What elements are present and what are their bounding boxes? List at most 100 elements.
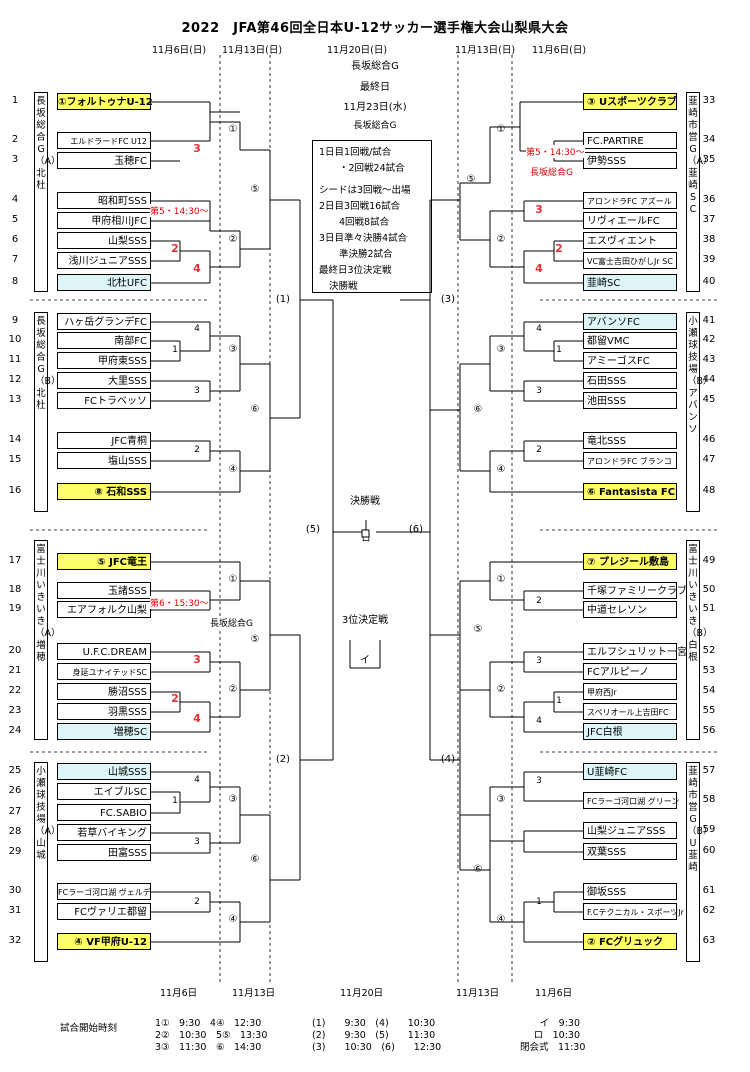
left-seed-number: 11: [8, 354, 22, 365]
match-score: 1: [556, 345, 562, 355]
venue-label-right-1: 韮崎市営G（A）韮崎SC: [686, 92, 713, 292]
match-score: 1: [172, 345, 178, 355]
right-seed-number: 35: [702, 154, 716, 165]
match-score: 1: [556, 696, 562, 706]
info-line: 4回戦8試合: [339, 217, 390, 228]
schedule-row: 閉会式 11:30: [520, 1042, 586, 1053]
right-seed-number: 40: [702, 276, 716, 287]
left-team-slot: 勝沼SSS: [57, 683, 151, 700]
schedule-row: 1① 9:30 4④ 12:30: [155, 1018, 262, 1029]
match-score: 4: [193, 712, 201, 725]
match-score: 3: [194, 837, 200, 847]
left-team-slot: FCヴァリエ都留: [57, 903, 151, 920]
left-team-slot: 増穂SC: [57, 723, 151, 740]
round-marker: ④: [496, 914, 506, 925]
right-team-slot: 中道セレソン: [583, 601, 677, 618]
venue-label-left-2: 長坂総合G（B）北杜: [34, 312, 61, 512]
right-team-slot: エルフシュリット一宮: [583, 643, 687, 660]
match-score: 4: [536, 716, 542, 726]
left-team-slot: ⑤ JFC竜王: [57, 553, 151, 570]
right-team-slot: 双葉SSS: [583, 843, 677, 860]
match-score: 2: [171, 692, 179, 705]
right-seed-number: 59: [702, 824, 716, 835]
right-seed-number: 44: [702, 374, 716, 385]
schedule-row: (3) 10:30 (6) 12:30: [312, 1042, 442, 1053]
round-marker: ④: [228, 914, 238, 925]
info-line: 決勝戦: [329, 281, 358, 292]
left-seed-number: 1: [11, 95, 19, 106]
schedule-row: (1) 9:30 (4) 10:30: [312, 1018, 436, 1029]
round-marker: ①: [228, 124, 238, 135]
left-seed-number: 26: [8, 785, 22, 796]
venue-label-right-2: 小瀬球技場（B）アバンソ: [686, 312, 713, 512]
left-seed-number: 9: [11, 315, 19, 326]
round-marker: ①: [496, 574, 506, 585]
round-marker: ①: [496, 124, 506, 135]
match-score: 4: [194, 324, 200, 334]
left-team-slot: 若草バイキング: [57, 824, 151, 841]
round-marker: ④: [496, 464, 506, 475]
round-marker: ⑤: [250, 634, 260, 645]
right-team-slot: 竜北SSS: [583, 432, 677, 449]
right-team-slot: F.Cテクニカル・スポーツJr: [583, 903, 684, 920]
right-seed-number: 36: [702, 194, 716, 205]
match-score: 3: [536, 386, 542, 396]
left-seed-number: 19: [8, 603, 22, 614]
left-seed-number: 15: [8, 454, 22, 465]
round-marker: ⑥: [473, 404, 483, 415]
right-team-slot: 山梨ジュニアSSS: [583, 822, 677, 839]
right-seed-number: 63: [702, 935, 716, 946]
round-marker: ③: [496, 344, 506, 355]
right-seed-number: 39: [702, 254, 716, 265]
third-place-label: 3位決定戦: [341, 615, 389, 626]
right-seed-number: 52: [702, 645, 716, 656]
footer-date: 11月20日: [340, 988, 384, 999]
match-score: 2: [555, 242, 563, 255]
left-seed-number: 13: [8, 394, 22, 405]
match-score: 2: [536, 445, 542, 455]
right-seed-number: 50: [702, 584, 716, 595]
round-marker: (4): [440, 754, 456, 765]
left-team-slot: 南部FC: [57, 332, 151, 349]
venue-label-left-3: 富士川いきいき（A）増穂: [34, 540, 61, 740]
footer-date: 11月13日: [232, 988, 276, 999]
final-mark-box: [361, 529, 370, 538]
right-seed-number: 46: [702, 434, 716, 445]
left-seed-number: 20: [8, 645, 22, 656]
footer-date: 11月6日: [160, 988, 198, 999]
left-team-slot: 甲府相川JFC: [57, 212, 151, 229]
right-team-slot: アバンソFC: [583, 313, 677, 330]
left-seed-number: 32: [8, 935, 22, 946]
schedule-col-1: 1① 9:30 4④ 12:30 2② 10:30 5⑤ 13:30 3③ 11…: [155, 1018, 267, 1054]
right-team-slot: 千塚ファミリークラブ: [583, 582, 687, 599]
right-seed-number: 61: [702, 885, 716, 896]
left-team-slot: JFC青桐: [57, 432, 151, 449]
right-team-slot: ⑥ Fantasista FC: [583, 483, 677, 500]
round-marker: ④: [228, 464, 238, 475]
info-line: ・2回戦24試合: [339, 163, 405, 174]
left-seed-number: 25: [8, 765, 22, 776]
left-team-slot: ④ VF甲府U-12: [57, 933, 151, 950]
right-team-slot: 都留VMC: [583, 332, 677, 349]
right-seed-number: 58: [702, 794, 716, 805]
left-team-slot: 大里SSS: [57, 372, 151, 389]
info-box: 1日目1回戦/試合 ・2回戦24試合 シードは3回戦～出場 2日目3回戦16試合…: [312, 140, 432, 293]
right-team-slot: JFC白根: [583, 723, 677, 740]
date-header-right-r1: 11月6日(日): [532, 45, 587, 56]
left-team-slot: FC.SABIO: [57, 804, 151, 821]
schedule-row: イ 9:30: [539, 1018, 580, 1029]
round-marker: ③: [496, 794, 506, 805]
final-venue: 長坂総合G: [353, 121, 397, 131]
left-seed-number: 16: [8, 485, 22, 496]
info-line: 1日目1回戦/試合: [319, 147, 392, 158]
right-team-slot: アロンドラFC ブランコ: [583, 452, 677, 469]
date-header-left-r1: 11月6日(日): [152, 45, 207, 56]
right-team-slot: 韮崎SC: [583, 274, 677, 291]
match-score: 4: [194, 775, 200, 785]
right-seed-number: 45: [702, 394, 716, 405]
left-team-slot: 羽黒SSS: [57, 703, 151, 720]
left-team-slot: 北杜UFC: [57, 274, 151, 291]
round-marker: (2): [275, 754, 291, 765]
final-mark: ロ: [361, 534, 371, 544]
right-team-slot: アロンドラFC アズール: [583, 192, 677, 209]
